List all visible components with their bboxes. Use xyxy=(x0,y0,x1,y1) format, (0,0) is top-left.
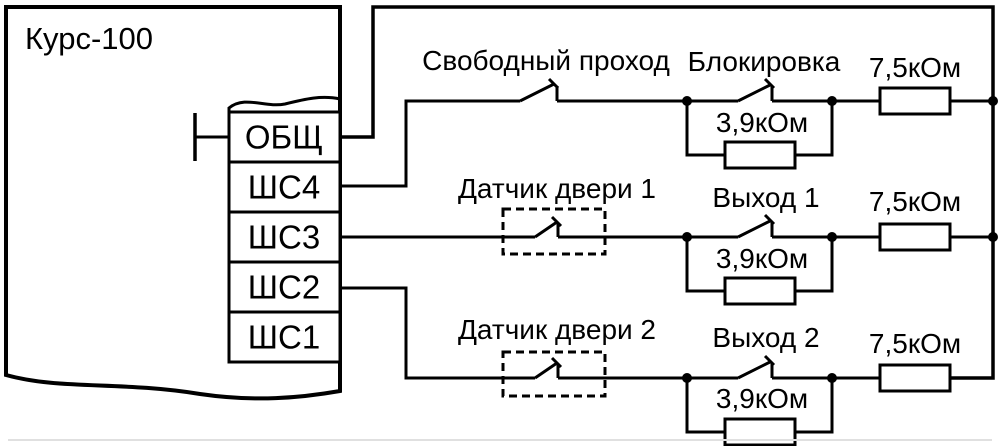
terminal-strip-break-line xyxy=(227,95,341,113)
terminal-label-shs3: ШС3 xyxy=(248,219,320,256)
terminal-label-shs1: ШС1 xyxy=(248,319,320,356)
loop2-eol-label: 7,5кОм xyxy=(869,186,961,217)
junction-dot xyxy=(827,232,837,242)
loop2-shunt-resistor xyxy=(723,276,797,306)
switch-blade xyxy=(534,220,558,239)
loop3-wire xyxy=(340,286,991,380)
loop3-shunt-branch xyxy=(685,378,834,434)
loop1-eol-label: 7,5кОм xyxy=(869,52,961,83)
device-outline xyxy=(4,5,342,401)
terminal-label-shs2: ШС2 xyxy=(248,269,320,306)
loop3-shunt-label: 3,9кОм xyxy=(716,383,808,414)
junction-dot xyxy=(827,96,837,106)
output2-switch-symbol xyxy=(737,354,776,380)
junction-dot xyxy=(988,232,998,242)
loop2: Датчик двери 1 Выход 1 7,5кОм 3,9кОм xyxy=(340,173,998,306)
loop3-contact-label: Датчик двери 2 xyxy=(458,314,656,345)
door-sensor2-boundary xyxy=(501,350,607,398)
loop1-shunt-branch xyxy=(685,101,834,157)
output1-switch-symbol xyxy=(737,213,776,239)
free-pass-switch-symbol xyxy=(519,77,560,103)
switch-blade xyxy=(737,360,771,380)
terminal-label-obshch: ОБЩ xyxy=(245,119,323,156)
switch-blade xyxy=(534,361,558,380)
switch-blade xyxy=(737,219,771,239)
loop1: Свободный проход Блокировка 7,5кОм 3,9кО… xyxy=(340,45,998,188)
junction-dot xyxy=(988,96,998,106)
loop2-contact-label: Датчик двери 1 xyxy=(458,173,656,204)
switch-blade xyxy=(519,82,555,103)
loop2-eol-resistor xyxy=(878,222,952,252)
terminal-label-shs4: ШС4 xyxy=(248,169,320,206)
terminal-cell xyxy=(227,310,342,364)
loop1-shunt-label: 3,9кОм xyxy=(716,107,808,138)
loop1-shunt-resistor xyxy=(723,140,797,170)
loop2-shunt-label: 3,9кОм xyxy=(716,243,808,274)
junction-dot xyxy=(682,232,692,242)
junction-dot xyxy=(682,373,692,383)
junction-dot xyxy=(682,96,692,106)
loop3-control-label: Выход 2 xyxy=(712,322,819,353)
loop1-contact-label: Свободный проход xyxy=(422,45,670,76)
junction-dot xyxy=(827,373,837,383)
device-title: Курс-100 xyxy=(25,21,153,56)
loop3-eol-resistor xyxy=(878,363,952,393)
loop3: Датчик двери 2 Выход 2 7,5кОм 3,9кОм xyxy=(340,286,991,446)
switch-blade xyxy=(737,83,771,103)
loop3-eol-label: 7,5кОм xyxy=(869,328,961,359)
loop3-shunt-resistor xyxy=(723,417,797,446)
door-sensor2-switch-symbol xyxy=(534,356,563,380)
door-sensor1-boundary xyxy=(501,207,607,256)
loop2-control-label: Выход 1 xyxy=(712,182,819,213)
loop1-eol-resistor xyxy=(878,86,952,116)
terminal-cell xyxy=(227,260,342,314)
blocking-switch-symbol xyxy=(737,77,776,103)
loop2-shunt-branch xyxy=(685,237,834,293)
terminal-cell xyxy=(227,210,342,264)
loop1-control-label: Блокировка xyxy=(688,46,841,77)
loop1-wire xyxy=(340,99,993,188)
door-sensor1-switch-symbol xyxy=(534,215,563,239)
